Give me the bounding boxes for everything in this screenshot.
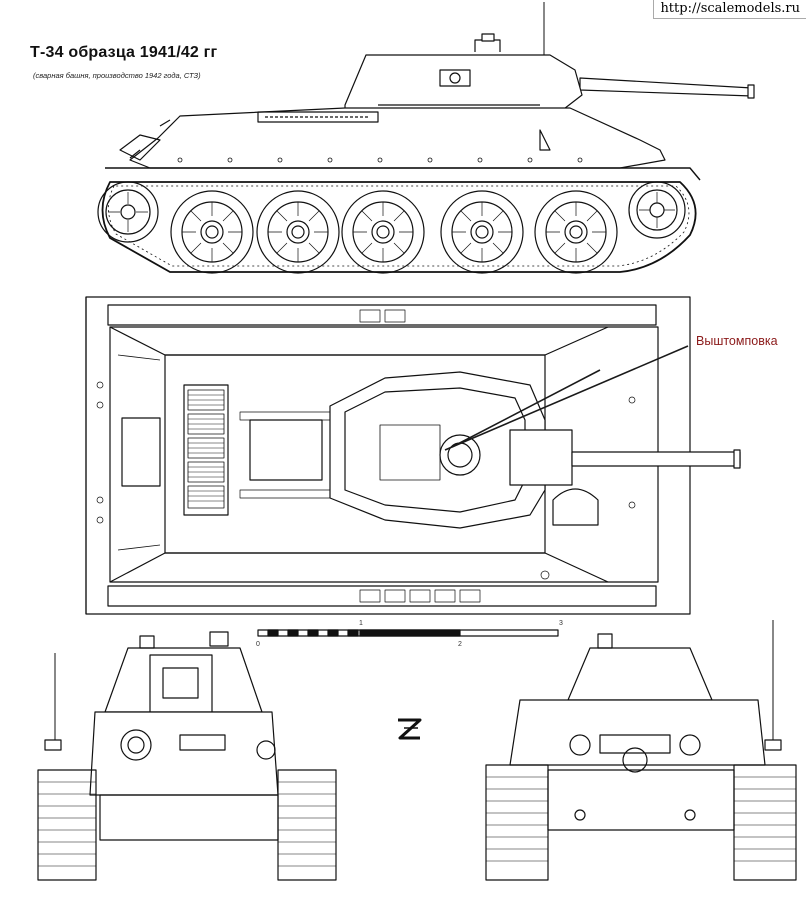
scale-label-1: 1 (359, 620, 363, 627)
scale-label-0: 0 (256, 641, 260, 648)
top-view (85, 296, 741, 615)
scale-label-3: 3 (559, 620, 563, 627)
right-track-front (277, 769, 337, 881)
north-arrow-icon (398, 718, 422, 740)
scale-bar (257, 629, 559, 637)
stamping-annotation-label: Выштомповка (696, 334, 778, 348)
drawing-subtitle: (сварная башня, производство 1942 года, … (33, 71, 201, 80)
engine-grille (183, 384, 229, 516)
drawing-title: Т-34 образца 1941/42 гг (30, 44, 218, 61)
scale-label-2: 2 (458, 641, 462, 648)
right-track-rear (733, 764, 797, 881)
rear-view (485, 620, 797, 881)
source-watermark[interactable]: http://scalemodels.ru (653, 0, 806, 19)
front-view (37, 631, 337, 881)
left-track-rear (485, 764, 549, 881)
side-view (97, 2, 755, 274)
road-wheels (97, 181, 686, 274)
left-track-front (37, 769, 97, 881)
